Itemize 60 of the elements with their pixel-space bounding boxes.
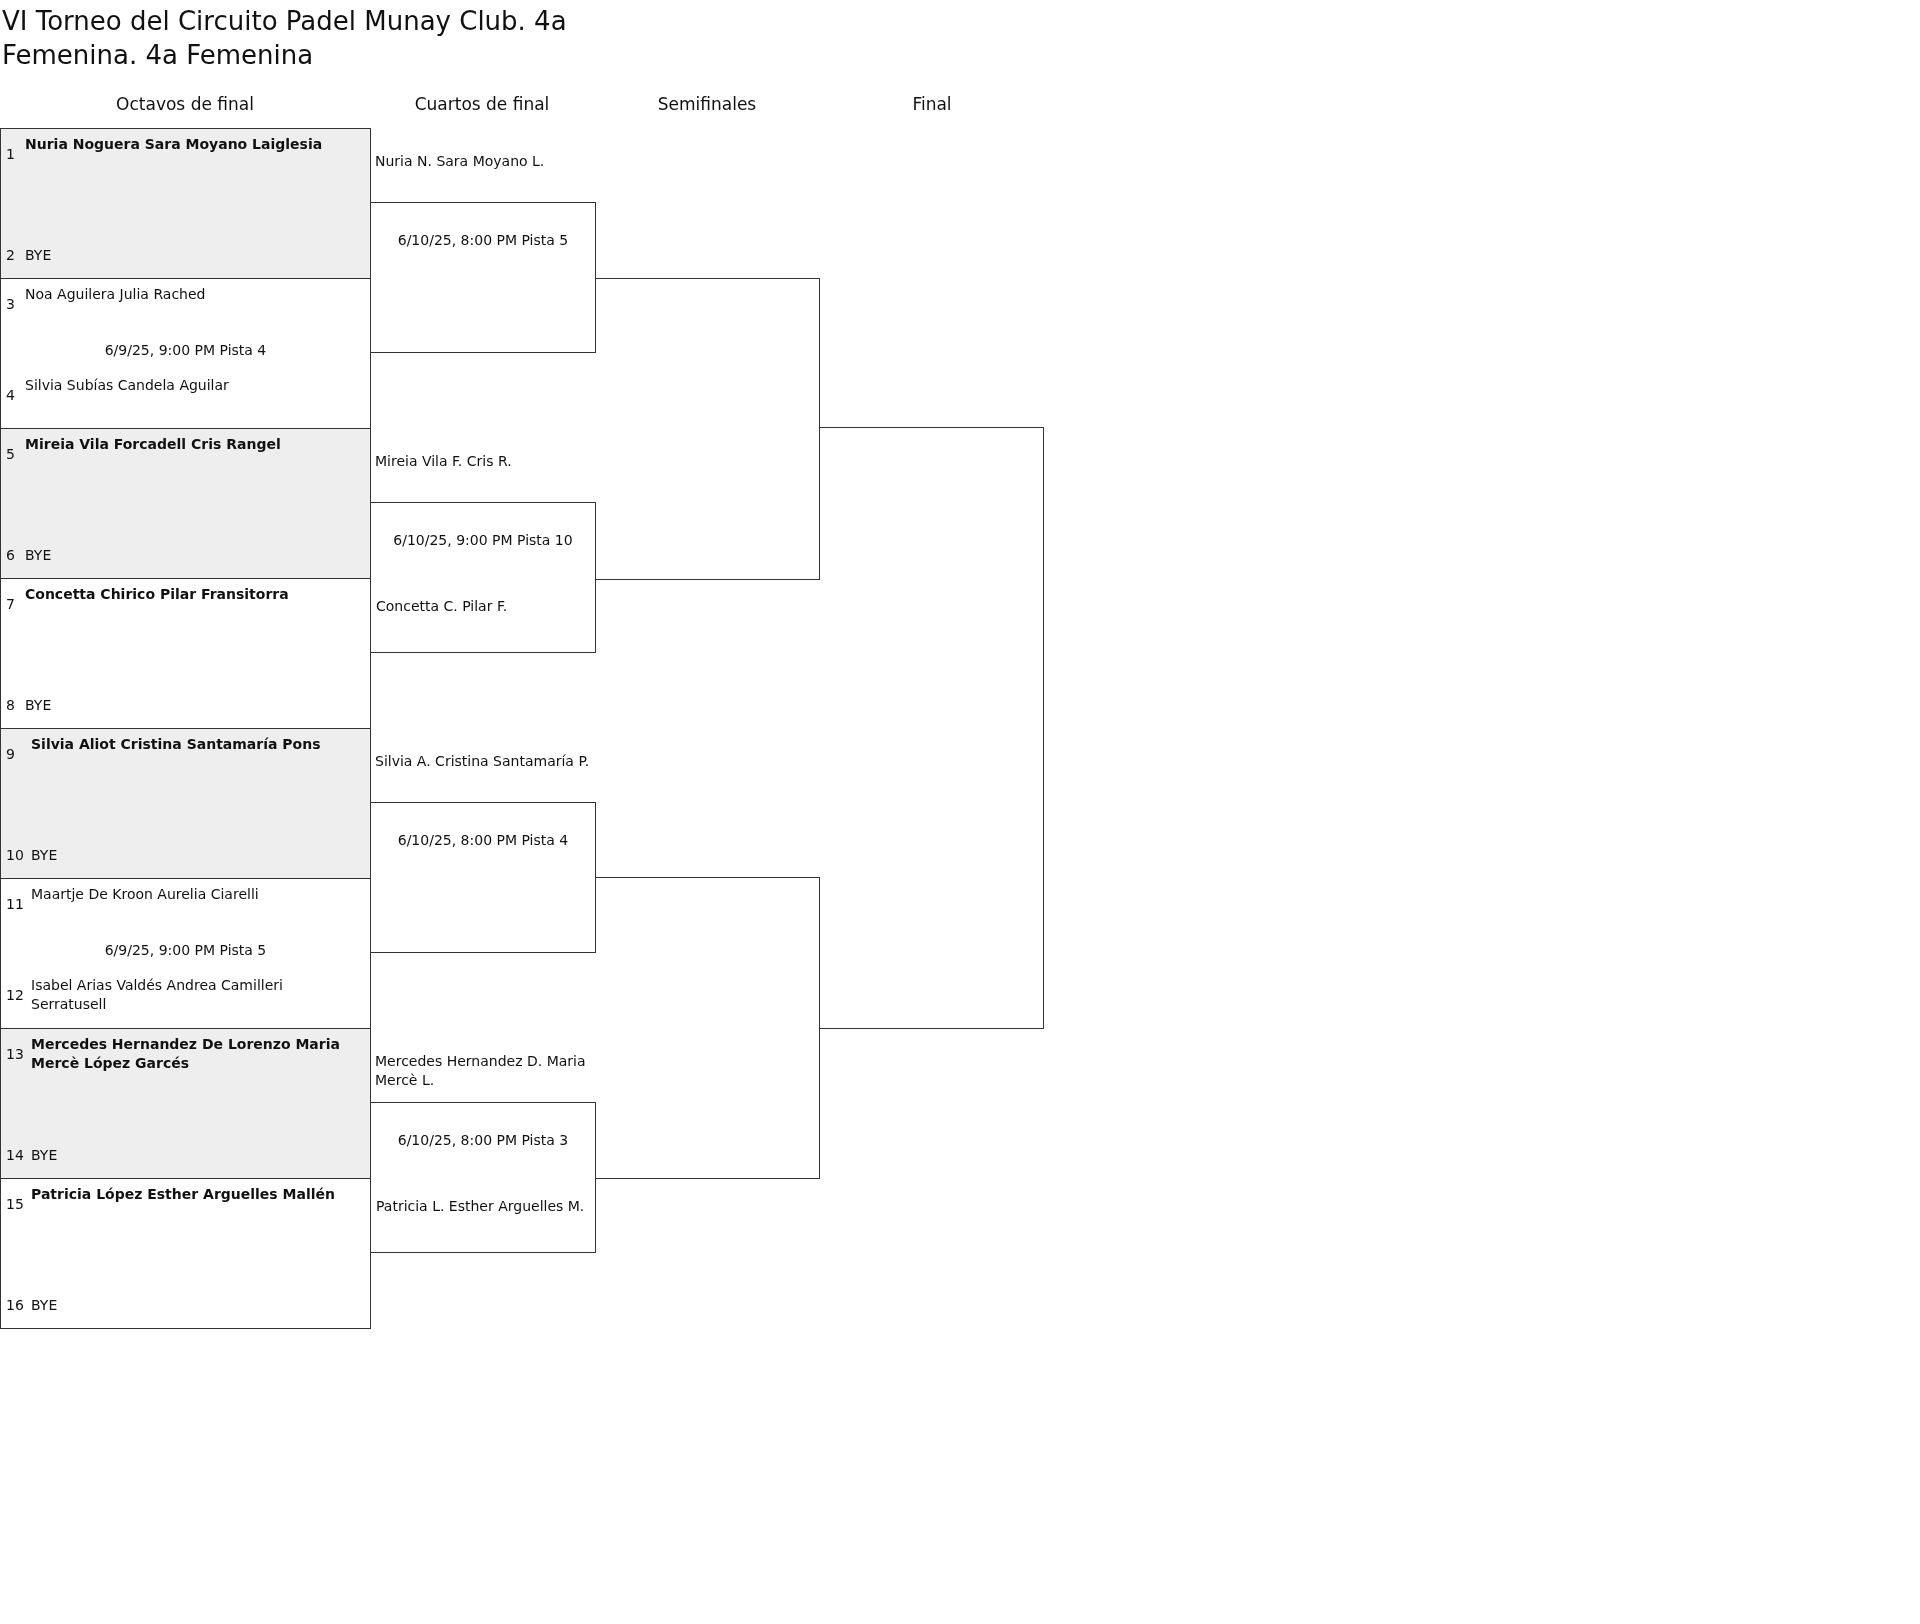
seed-number: 2 — [6, 246, 15, 265]
match-schedule: 6/10/25, 8:00 PM Pista 4 — [396, 831, 570, 850]
seed-number: 14 — [6, 1146, 24, 1165]
seed-number: 10 — [6, 846, 24, 865]
round-heading: Semifinales — [656, 94, 758, 114]
seed-number: 6 — [6, 546, 15, 565]
seed-number: 8 — [6, 696, 15, 715]
team-names: Silvia A. Cristina Santamaría P. — [375, 752, 591, 771]
match-schedule: 6/10/25, 8:00 PM Pista 3 — [396, 1131, 570, 1150]
team-names: Nuria N. Sara Moyano L. — [375, 152, 546, 171]
bracket-frame — [595, 877, 820, 1179]
seed-number: 15 — [6, 1195, 24, 1214]
team-names: Noa Aguilera Julia Rached — [25, 285, 207, 304]
match-box — [0, 878, 371, 1029]
team-names: Mercedes Hernandez D. Maria Mercè L. — [375, 1052, 587, 1090]
match-box — [0, 728, 371, 879]
match-schedule: 6/10/25, 8:00 PM Pista 5 — [396, 231, 570, 250]
seed-number: 12 — [6, 986, 24, 1005]
seed-number: 16 — [6, 1296, 24, 1315]
team-names: Maartje De Kroon Aurelia Ciarelli — [31, 885, 260, 904]
bye-label: BYE — [31, 1146, 58, 1165]
bye-label: BYE — [25, 546, 52, 565]
team-names: Patricia L. Esther Arguelles M. — [376, 1197, 586, 1216]
seed-number: 3 — [6, 295, 15, 314]
match-box — [0, 428, 371, 579]
team-names: Mercedes Hernandez De Lorenzo Maria Mercè López Garcés — [31, 1035, 341, 1073]
seed-number: 5 — [6, 445, 15, 464]
seed-number: 11 — [6, 895, 24, 914]
team-names: Silvia Subías Candela Aguilar — [25, 376, 230, 395]
team-names: Concetta Chirico Pilar Fransitorra — [25, 585, 290, 604]
bracket-frame — [595, 278, 820, 580]
team-names: Isabel Arias Valdés Andrea Camilleri Serratusell — [31, 976, 284, 1014]
match-schedule: 6/9/25, 9:00 PM Pista 4 — [103, 341, 268, 360]
match-box — [0, 578, 371, 729]
bye-label: BYE — [31, 1296, 58, 1315]
team-names: Concetta C. Pilar F. — [376, 597, 509, 616]
seed-number: 9 — [6, 745, 15, 764]
team-names: Mireia Vila F. Cris R. — [375, 452, 513, 471]
match-schedule: 6/9/25, 9:00 PM Pista 5 — [103, 941, 268, 960]
seed-number: 1 — [6, 145, 15, 164]
match-box — [0, 278, 371, 429]
team-names: Mireia Vila Forcadell Cris Rangel — [25, 435, 282, 454]
team-names: Patricia López Esther Arguelles Mallén — [31, 1185, 336, 1204]
seed-number: 13 — [6, 1045, 24, 1064]
match-box — [0, 128, 371, 279]
bye-label: BYE — [25, 246, 52, 265]
seed-number: 4 — [6, 386, 15, 405]
match-box — [0, 1028, 371, 1179]
team-names: Nuria Noguera Sara Moyano Laiglesia — [25, 135, 324, 154]
bracket-frame — [819, 427, 1044, 1029]
round-heading: Final — [911, 94, 953, 114]
bye-label: BYE — [25, 696, 52, 715]
tournament-title: VI Torneo del Circuito Padel Munay Club. 4a Femenina. 4a Femenina — [2, 5, 568, 72]
match-schedule: 6/10/25, 9:00 PM Pista 10 — [392, 531, 574, 550]
bye-label: BYE — [31, 846, 58, 865]
team-names: Silvia Aliot Cristina Santamaría Pons — [31, 735, 322, 754]
match-box — [0, 1178, 371, 1329]
seed-number: 7 — [6, 595, 15, 614]
round-heading: Cuartos de final — [413, 94, 551, 114]
round-heading: Octavos de final — [115, 94, 255, 114]
